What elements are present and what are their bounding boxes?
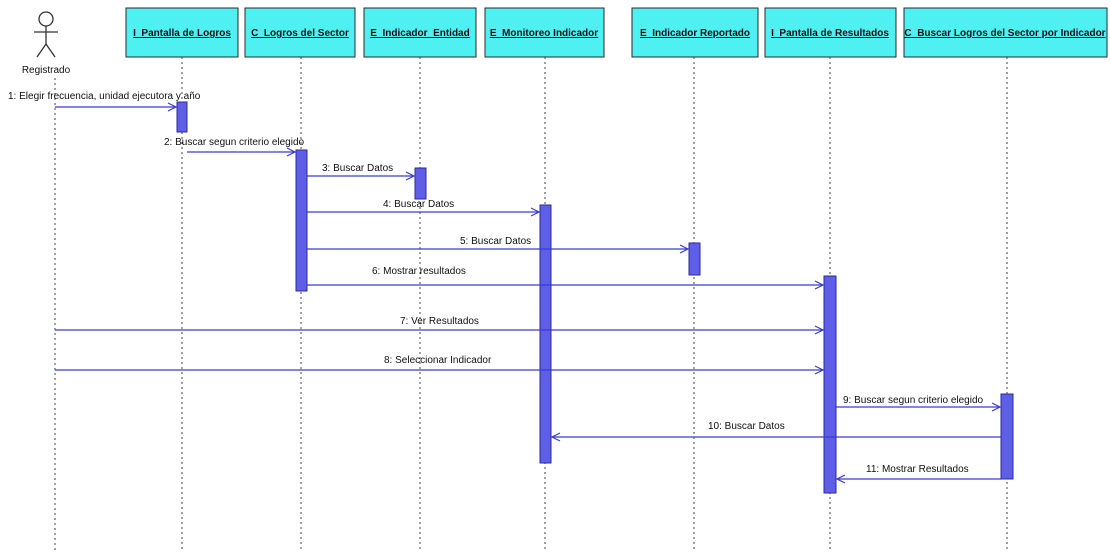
arrow-head	[550, 432, 561, 442]
message-label: 3: Buscar Datos	[322, 163, 393, 174]
arrow-head	[679, 244, 690, 254]
message-label: 2: Buscar segun criterio elegido	[164, 137, 305, 148]
object-monitoreo-indicador: E_Monitoreo Indicador	[484, 7, 605, 58]
object-box	[631, 7, 759, 58]
actor-head	[38, 11, 54, 27]
message-3: 3: Buscar Datos	[307, 163, 416, 181]
object-label: C_Logros del Sector	[251, 28, 349, 39]
message-11: 11: Mostrar Resultados	[835, 464, 1001, 484]
object-indicador-reportado: E_Indicador Reportado	[631, 7, 759, 58]
message-1: 1: Elegir frecuencia, unidad ejecutora y…	[8, 91, 201, 112]
message-6: 6: Mostrar resultados	[307, 266, 825, 290]
message-label: 9: Buscar segun criterio elegido	[843, 395, 984, 406]
arrow-head	[814, 365, 825, 375]
message-label: 11: Mostrar Resultados	[866, 464, 969, 475]
object-label: I_Pantalla de Logros	[133, 28, 231, 39]
object-label: E_Indicador Reportado	[640, 28, 750, 39]
message-4: 4: Buscar Datos	[307, 199, 541, 217]
message-label: 1: Elegir frecuencia, unidad ejecutora y…	[8, 91, 201, 102]
actor-left-leg	[36, 43, 47, 58]
arrow-head	[167, 102, 178, 112]
object-label: C_Buscar Logros del Sector por Indicador	[904, 28, 1105, 39]
object-box	[244, 7, 356, 58]
activation-indicador-entidad	[414, 167, 427, 200]
arrow-head	[814, 280, 825, 290]
activation-indicador-reportado	[688, 242, 701, 276]
actor-label: Registrado	[22, 65, 71, 76]
object-buscar-logros: C_Buscar Logros del Sector por Indicador	[903, 7, 1108, 58]
message-7: 7: Ver Resultados	[55, 316, 825, 335]
message-9: 9: Buscar segun criterio elegido	[836, 395, 1002, 412]
message-label: 7: Ver Resultados	[400, 316, 479, 327]
message-label: 4: Buscar Datos	[383, 199, 454, 210]
activation-pantalla-logros	[176, 101, 188, 133]
activation-logros-sector	[295, 149, 308, 292]
object-label: E_Indicador_Entidad	[370, 28, 469, 39]
arrow-head	[991, 402, 1002, 412]
object-box	[903, 7, 1108, 58]
message-8: 8: Seleccionar Indicador	[55, 355, 825, 375]
message-label: 5: Buscar Datos	[460, 236, 531, 247]
activation-buscar-logros	[1000, 393, 1014, 480]
message-label: 8: Seleccionar Indicador	[384, 355, 492, 366]
actor-registrado: Registrado	[22, 11, 71, 76]
arrow-head	[814, 325, 825, 335]
arrow-head	[835, 474, 846, 484]
message-label: 10: Buscar Datos	[708, 421, 785, 432]
arrow-head	[530, 207, 541, 217]
object-box	[484, 7, 605, 58]
actor-right-leg	[45, 43, 56, 58]
object-indicador-entidad: E_Indicador_Entidad	[363, 7, 477, 58]
object-label: E_Monitoreo Indicador	[490, 28, 598, 39]
activation-monitoreo-indicador	[539, 204, 552, 464]
object-pantalla-logros: I_Pantalla de Logros	[125, 7, 239, 58]
object-box	[125, 7, 239, 58]
message-10: 10: Buscar Datos	[550, 421, 1001, 442]
object-label: I_Pantalla de Resultados	[771, 28, 889, 39]
arrow-head	[286, 147, 297, 157]
arrow-head	[405, 171, 416, 181]
object-pantalla-resultados: I_Pantalla de Resultados	[764, 7, 897, 58]
message-5: 5: Buscar Datos	[307, 236, 690, 254]
activation-pantalla-resultados	[823, 275, 837, 494]
object-box	[363, 7, 477, 58]
object-logros-sector: C_Logros del Sector	[244, 7, 356, 58]
object-box	[764, 7, 897, 58]
message-label: 6: Mostrar resultados	[372, 266, 466, 277]
message-2: 2: Buscar segun criterio elegido	[164, 137, 305, 157]
